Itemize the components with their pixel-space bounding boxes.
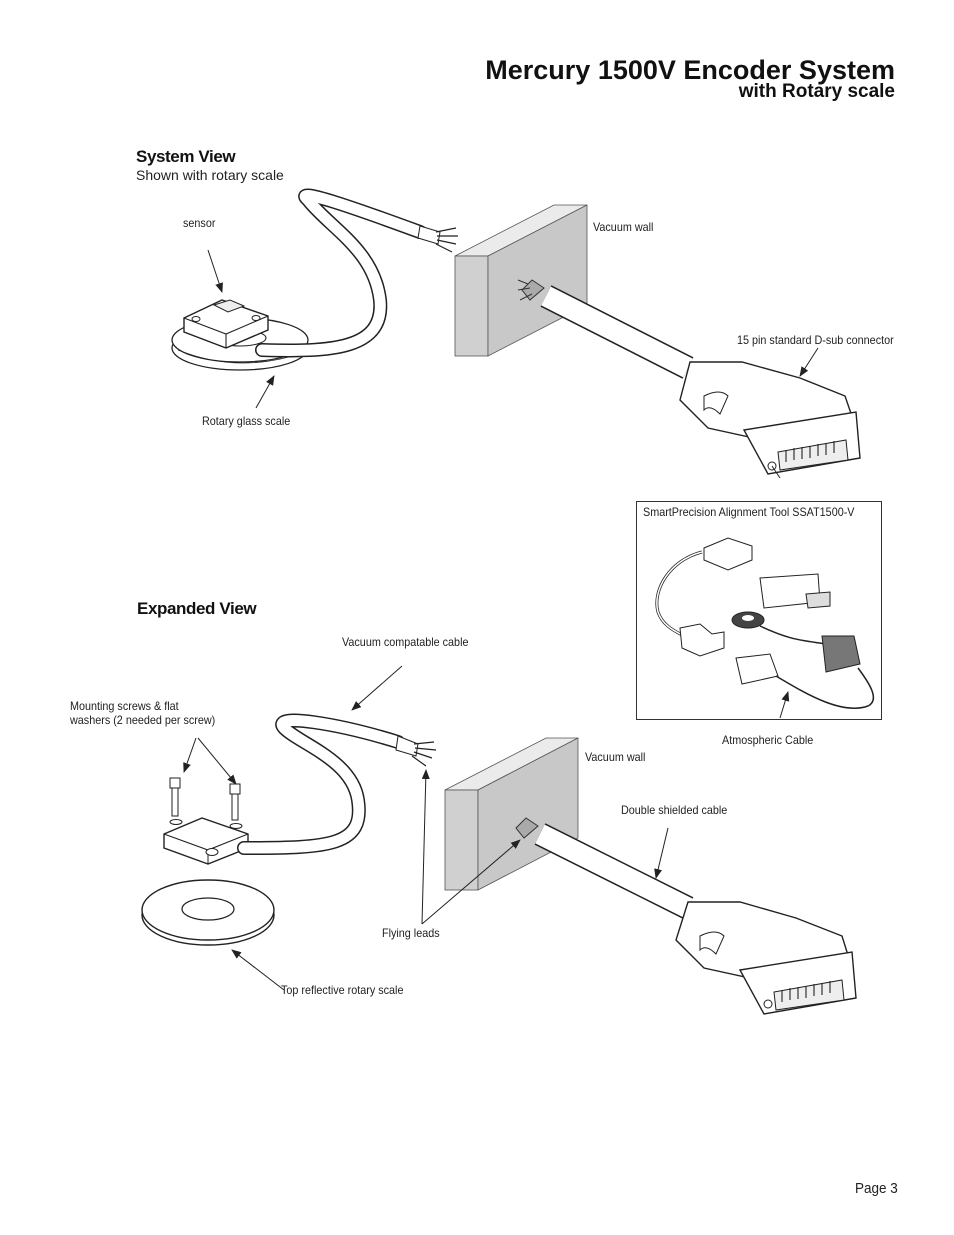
label-top-reflective-rotary-scale: Top reflective rotary scale (281, 983, 404, 997)
sensor-head (183, 299, 269, 349)
page-number: Page 3 (855, 1180, 898, 1197)
label-double-shielded-cable: Double shielded cable (621, 803, 728, 817)
double-shielded-cable (534, 823, 694, 919)
label-vacuum-wall-system: Vacuum wall (593, 220, 654, 234)
label-mounting-screws-line1: Mounting screws & flat (70, 699, 179, 713)
expanded-view-heading: Expanded View (137, 599, 257, 618)
label-vacuum-cable: Vacuum compatable cable (342, 635, 469, 649)
page-subtitle: with Rotary scale (738, 81, 895, 102)
label-flying-leads: Flying leads (382, 926, 440, 940)
system-view-illustration (171, 188, 861, 479)
vacuum-wall-system (454, 204, 588, 357)
inset-title: SmartPrecision Alignment Tool SSAT1500-V (643, 505, 855, 519)
vacuum-wall-expanded (444, 737, 579, 891)
label-sensor: sensor (183, 216, 216, 230)
system-view-caption: Shown with rotary scale (136, 167, 284, 183)
system-view-heading: System View (136, 147, 236, 166)
mounting-screws (169, 777, 243, 829)
label-vacuum-wall-expanded: Vacuum wall (585, 750, 646, 764)
label-dsub-connector: 15 pin standard D-sub connector (737, 333, 894, 347)
dsub-connector-system (679, 361, 861, 479)
sensor-head-expanded (163, 817, 249, 865)
inset-illustration (655, 537, 875, 719)
vacuum-cable-expanded (237, 713, 437, 855)
dsub-connector-expanded (675, 901, 857, 1015)
vacuum-cable-system (255, 188, 458, 358)
top-reflective-rotary-scale (141, 879, 275, 946)
page-title: Mercury 1500V Encoder System (485, 55, 895, 85)
label-atmospheric-cable: Atmospheric Cable (722, 733, 814, 747)
shielded-cable-system (540, 285, 694, 379)
label-rotary-glass-scale: Rotary glass scale (202, 414, 291, 428)
label-mounting-screws-line2: washers (2 needed per screw) (70, 713, 216, 727)
expanded-view-illustration (141, 665, 857, 1015)
inset-frame (636, 501, 882, 720)
